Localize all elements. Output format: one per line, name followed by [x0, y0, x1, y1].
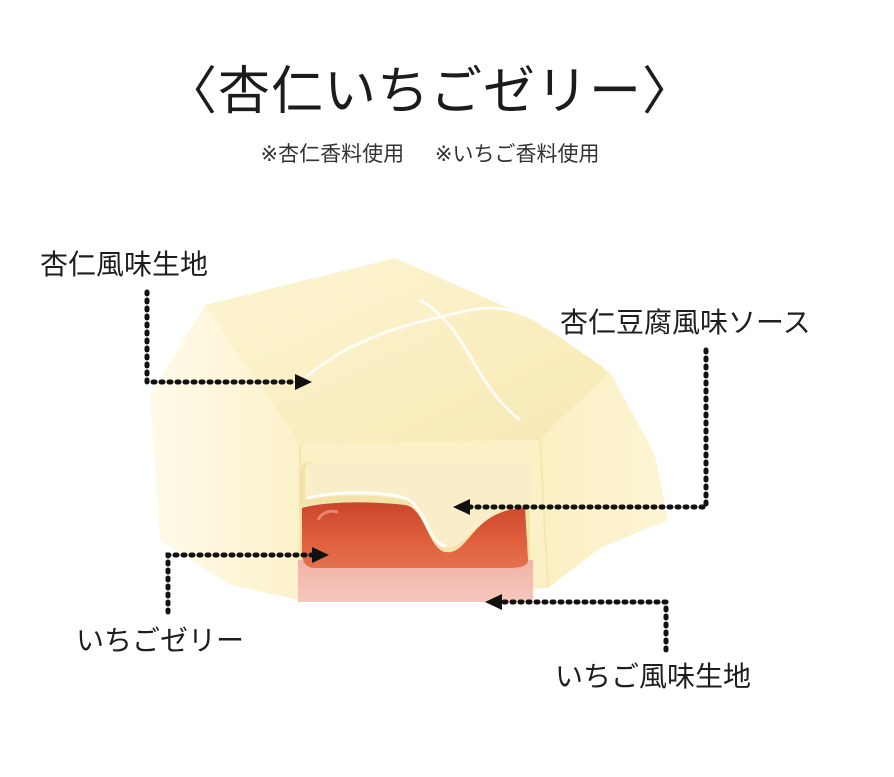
- arrow-left-icon: [453, 499, 470, 515]
- strawberry-jelly-layer: [302, 502, 528, 568]
- label-almond-dough: 杏仁風味生地: [40, 248, 209, 281]
- candy-interior: [298, 462, 533, 602]
- arrow-left-icon: [485, 594, 502, 610]
- arrowheads: [295, 374, 502, 610]
- note-strawberry-flavoring: ※いちご香料使用: [434, 142, 600, 166]
- leader-almond-dough: [144, 289, 298, 385]
- almond-tofu-sauce-layer: [305, 462, 530, 548]
- note-almond-flavoring: ※杏仁香料使用: [260, 142, 405, 166]
- leader-strawberry-jelly: [165, 552, 315, 615]
- page-title: 〈杏仁いちごゼリー〉: [164, 62, 695, 122]
- label-strawberry-jelly: いちごゼリー: [76, 624, 245, 657]
- leader-strawberry-dough: [499, 599, 669, 653]
- label-almond-tofu-sauce: 杏仁豆腐風味ソース: [560, 306, 811, 339]
- label-strawberry-dough: いちご風味生地: [555, 660, 752, 693]
- arrow-right-icon: [312, 547, 329, 563]
- arrow-right-icon: [295, 374, 312, 390]
- leader-almond-tofu-sauce: [467, 347, 709, 510]
- flavoring-notes: ※杏仁香料使用 ※いちご香料使用: [0, 140, 860, 168]
- leader-lines: [144, 289, 709, 653]
